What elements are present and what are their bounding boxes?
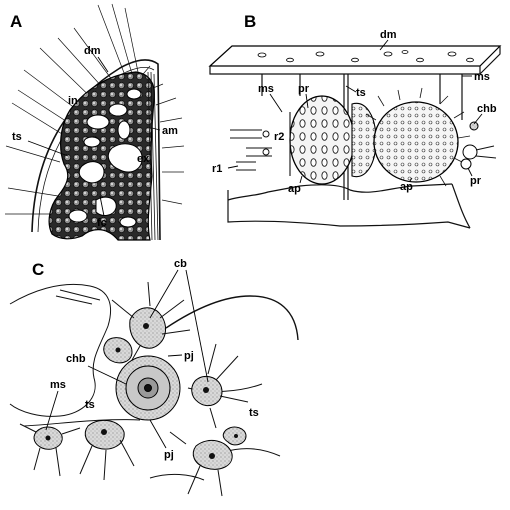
panel-a: A (5, 3, 185, 241)
label-b-ap-right: ap (400, 181, 413, 193)
label-b-chb: chb (477, 103, 497, 115)
label-b-pr-right: pr (470, 175, 482, 187)
panel-a-canals (68, 88, 143, 228)
label-c-chb: chb (66, 353, 86, 365)
label-am: am (162, 125, 178, 137)
panel-b-dermal-pores (257, 50, 474, 63)
panel-b-basal-tissue (227, 183, 453, 201)
label-fc: fc (97, 217, 107, 229)
panel-c-long-process (165, 295, 299, 341)
panel-b-chamber-right (373, 101, 459, 183)
panel-c-letter: C (32, 260, 44, 279)
panel-b-choanoblasts (460, 121, 497, 170)
panel-b-chamber-left (289, 95, 355, 185)
panel-c-nuclei (45, 323, 238, 459)
label-ts: ts (12, 131, 22, 143)
label-in: in (68, 95, 78, 107)
label-b-ms-left: ms (258, 83, 274, 95)
panel-a-letter: A (10, 12, 22, 31)
panel-b: B (208, 12, 502, 229)
label-b-ts: ts (356, 87, 366, 99)
panel-b-dermal-membrane (208, 45, 502, 67)
label-b-r1: r1 (212, 163, 222, 175)
panel-a-spicule-tract (147, 71, 159, 241)
panel-b-chamber-middle (351, 102, 377, 178)
panel-a-spicules (5, 3, 185, 215)
label-c-cb: cb (174, 258, 187, 270)
panel-b-incurrent-canals (230, 129, 272, 171)
panel-c-cells (19, 281, 249, 497)
label-b-ap-left: ap (288, 183, 301, 195)
label-b-pr-left: pr (298, 83, 310, 95)
label-c-ms: ms (50, 379, 66, 391)
label-dm: dm (84, 45, 101, 57)
panel-a-choanosome (48, 71, 155, 241)
label-b-dm: dm (380, 29, 397, 41)
label-c-pj-upper: pj (184, 350, 194, 362)
panel-c: C (9, 258, 299, 497)
label-c-pj-lower: pj (164, 449, 174, 461)
panel-b-flagella (365, 87, 471, 187)
label-c-ts-left: ts (85, 399, 95, 411)
label-b-ms-right: ms (474, 71, 490, 83)
label-ex: ex (137, 153, 150, 165)
panel-b-letter: B (244, 12, 256, 31)
label-c-ts-right: ts (249, 407, 259, 419)
label-b-r2: r2 (274, 131, 284, 143)
